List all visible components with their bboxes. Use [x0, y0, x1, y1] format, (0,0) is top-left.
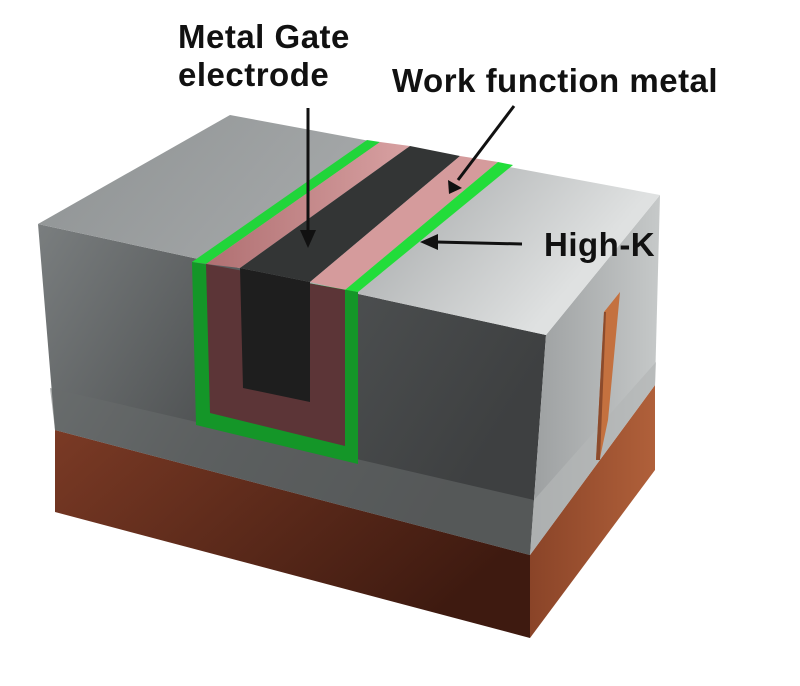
metal-gate-label-line2: electrode: [178, 56, 330, 93]
high-k-arrow-head: [420, 234, 438, 250]
high-k-top-stripe-left: [192, 140, 380, 264]
block-front-lower-band: [50, 388, 534, 555]
gate-electrode-top: [240, 146, 460, 282]
work-function-metal-label: Work function metal: [392, 62, 719, 99]
side-contact-right: [596, 292, 620, 460]
high-k-label: High-K: [544, 226, 656, 263]
high-k-arrow: [435, 240, 523, 246]
work-function-arrow-head: [448, 180, 462, 194]
gate-electrode-front: [240, 268, 310, 402]
high-k-top-stripe-right: [345, 162, 513, 292]
metal-gate-electrode-label: Metal Gate electrode: [178, 18, 350, 94]
metal-gate-label-line1: Metal Gate: [178, 18, 350, 55]
work-function-arrow: [456, 105, 516, 181]
block-right-lower-band: [530, 362, 656, 555]
side-contact-left-edge: [596, 312, 606, 460]
substrate-front-face: [55, 430, 530, 638]
block-right-face: [530, 195, 660, 555]
metal-gate-arrow-head: [300, 230, 316, 248]
substrate-right-face: [530, 385, 655, 638]
